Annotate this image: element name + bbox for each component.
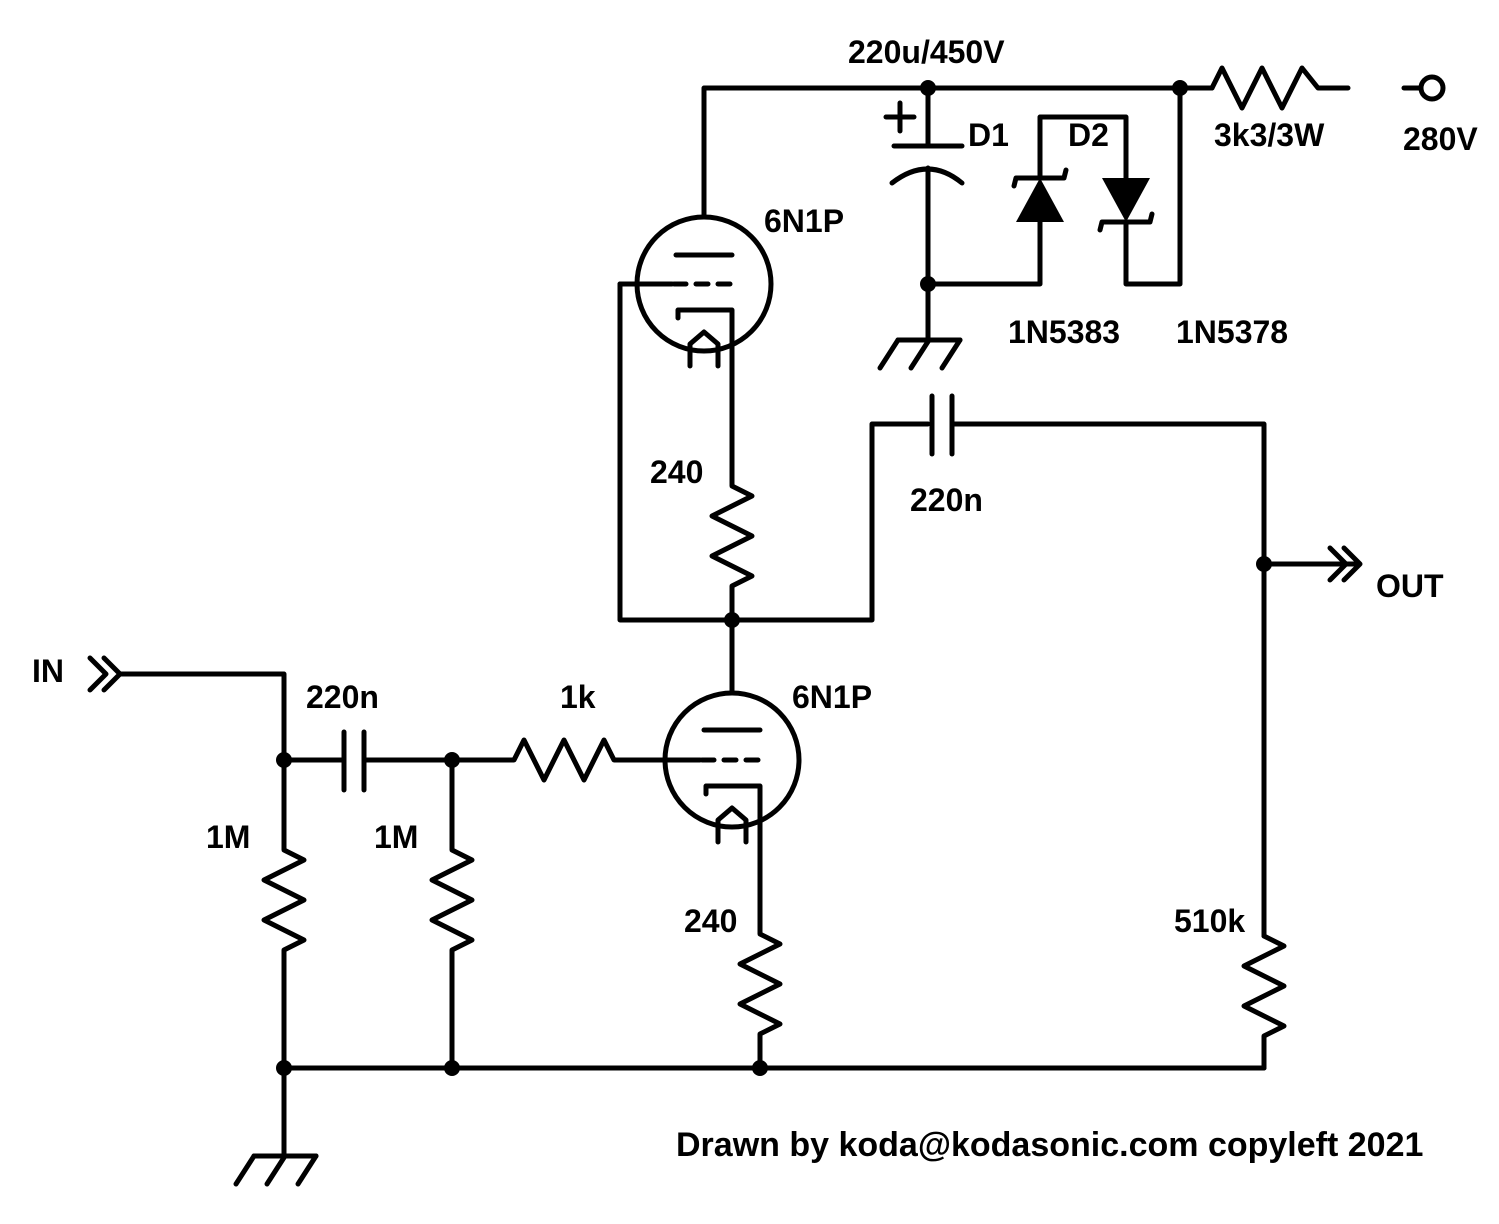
output-capacitor-label: 220n: [910, 482, 983, 518]
d1-label: D1: [968, 117, 1009, 153]
upper-cathode-resistor-label: 240: [650, 454, 703, 490]
tube-upper-label: 6N1P: [764, 203, 844, 239]
tube-upper: [617, 214, 774, 373]
output-capacitor: [929, 393, 1267, 939]
grid-stopper-label: 1k: [560, 679, 596, 715]
input-resistor-1-label: 1M: [206, 819, 250, 855]
input-connector[interactable]: [87, 655, 287, 763]
zener-d1: [925, 114, 1129, 287]
input-capacitor: [281, 729, 455, 793]
output-label: OUT: [1376, 568, 1444, 604]
output-resistor-label: 510k: [1174, 903, 1245, 939]
lower-cathode-resistor-label: 240: [684, 903, 737, 939]
lower-cathode-resistor: [737, 843, 783, 1071]
input-resistor-2: [429, 757, 475, 1071]
tube-lower-label: 6N1P: [792, 679, 872, 715]
filter-capacitor: [883, 85, 965, 343]
credit-text: Drawn by koda@kodasonic.com copyleft 202…: [676, 1126, 1423, 1164]
ground-symbol-bottom: [233, 1153, 319, 1187]
supply-terminal[interactable]: [1401, 74, 1446, 102]
tube-lower: [661, 617, 802, 849]
junction-dots: [276, 80, 1272, 1076]
supply-resistor: [1209, 65, 1351, 111]
zener-2-label: 1N5378: [1176, 314, 1288, 350]
upper-cathode-resistor: [709, 367, 755, 623]
input-resistor-1: [261, 757, 307, 1071]
supply-rail: [701, 85, 1215, 253]
zener-d2: [1097, 85, 1183, 287]
input-resistor-2-label: 1M: [374, 819, 418, 855]
grid-stopper-resistor: [449, 737, 667, 783]
zener-1-label: 1N5383: [1008, 314, 1120, 350]
ground-symbol-top: [877, 337, 963, 371]
supply-voltage-label: 280V: [1403, 121, 1478, 157]
upper-grid-loop: [617, 281, 931, 623]
supply-resistor-label: 3k3/3W: [1214, 117, 1325, 153]
d2-label: D2: [1068, 117, 1109, 153]
input-label: IN: [32, 653, 64, 689]
input-capacitor-label: 220n: [306, 679, 379, 715]
output-connector[interactable]: [1261, 545, 1363, 583]
filter-capacitor-label: 220u/450V: [848, 34, 1005, 70]
output-resistor: [1241, 933, 1287, 1071]
